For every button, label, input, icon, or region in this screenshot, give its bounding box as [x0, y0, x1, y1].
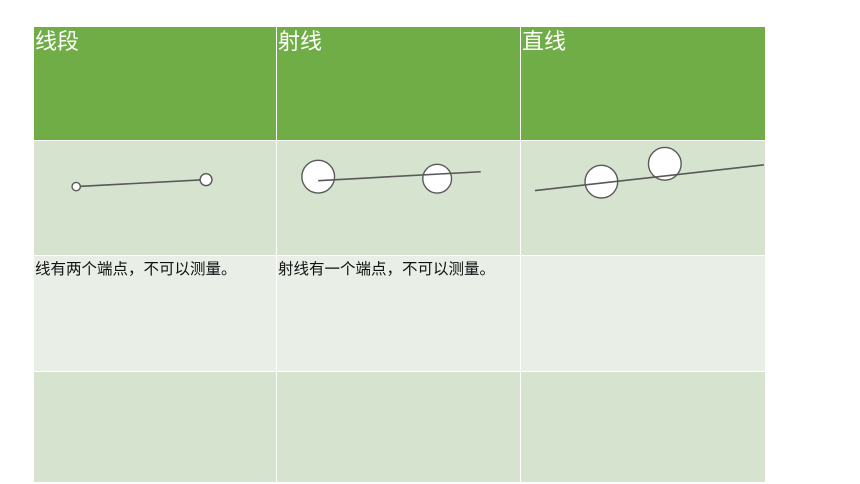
figure-cell-segment[interactable] [34, 141, 277, 256]
line-line [534, 164, 765, 192]
description-cell-segment[interactable]: 线有两个端点，不可以测量。 [34, 256, 277, 372]
line-figure [534, 146, 765, 199]
description-text-ray: 射线有一个端点，不可以测量。 [278, 260, 496, 278]
ray-point-right [422, 163, 453, 194]
empty-cell-segment[interactable] [34, 372, 277, 483]
header-cell-ray[interactable]: 射线 [277, 27, 521, 141]
ray-endpoint-large [301, 159, 336, 194]
header-cell-line[interactable]: 直线 [521, 27, 765, 141]
segment-endpoint-right [199, 173, 213, 187]
empty-cell-line[interactable] [521, 372, 765, 483]
header-label-ray: 射线 [278, 30, 323, 55]
header-cell-segment[interactable]: 线段 [34, 27, 277, 141]
description-cell-line[interactable] [521, 256, 765, 372]
segment-endpoint-left [71, 181, 82, 192]
header-label-line: 直线 [522, 30, 567, 55]
geometry-comparison-table: 线段 射线 直线 [34, 27, 765, 483]
segment-figure [71, 173, 213, 192]
empty-cell-ray[interactable] [277, 372, 521, 483]
segment-line [76, 178, 206, 188]
ray-figure [301, 159, 481, 194]
description-text-segment: 线有两个端点，不可以测量。 [35, 260, 237, 278]
figure-cell-ray[interactable] [277, 141, 521, 256]
figure-cell-line[interactable] [521, 141, 765, 256]
header-label-segment: 线段 [35, 30, 80, 55]
ray-line [318, 170, 481, 182]
description-cell-ray[interactable]: 射线有一个端点，不可以测量。 [277, 256, 521, 372]
line-point-right [647, 146, 682, 181]
